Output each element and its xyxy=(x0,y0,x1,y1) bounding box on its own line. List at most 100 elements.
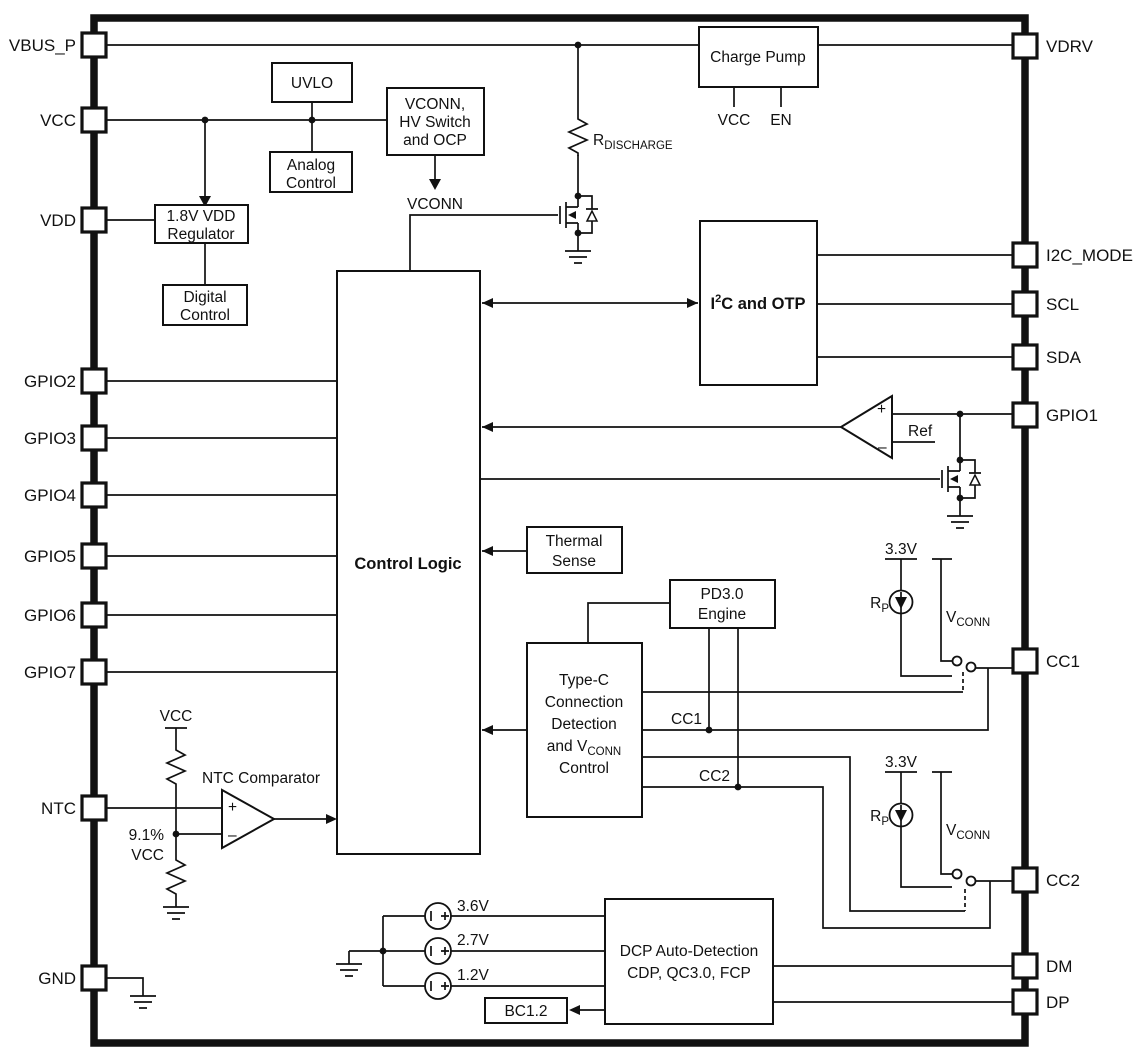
wires xyxy=(106,44,1013,1011)
block-dcp-line2: CDP, QC3.0, FCP xyxy=(627,965,751,982)
block-type-c-line1: Type-C xyxy=(559,672,609,689)
switch-actuator-dashes xyxy=(962,672,966,911)
block-pd3-line2: Engine xyxy=(698,606,746,623)
pin-label-scl: SCL xyxy=(1046,295,1079,314)
pin-label-gpio4: GPIO4 xyxy=(24,486,76,505)
junction-dot xyxy=(379,947,387,955)
pin-gpio4 xyxy=(80,481,108,509)
arrowhead-left xyxy=(482,422,493,432)
gpio1-comparator: + – xyxy=(839,394,893,460)
junction-dot xyxy=(956,494,964,502)
junction-dot xyxy=(201,116,209,124)
nmos-icon xyxy=(559,195,598,234)
voltage-sources xyxy=(424,902,452,1000)
pin-label-dm: DM xyxy=(1046,957,1072,976)
pin-label-vcc: VCC xyxy=(40,111,76,130)
block-thermal-sense-line2: Sense xyxy=(552,553,596,570)
label-cc1-rp: RP xyxy=(870,595,889,615)
pin-scl xyxy=(1011,290,1039,318)
discharge-nmos xyxy=(559,195,599,234)
block-vdd-reg-line2: Regulator xyxy=(167,226,234,243)
pin-vdrv xyxy=(1011,32,1039,60)
pin-gpio2 xyxy=(80,367,108,395)
block-analog-control xyxy=(269,151,353,193)
pin-label-vbus-p: VBUS_P xyxy=(9,36,76,55)
block-pd3-engine xyxy=(669,579,776,629)
label-divider-ratio: 9.1% xyxy=(129,827,165,844)
arrowhead-left xyxy=(482,298,493,308)
wires-pd3 xyxy=(587,602,739,787)
junction-dot xyxy=(956,410,964,418)
cc2-switch xyxy=(951,868,977,887)
pin-i2c-mode xyxy=(1011,241,1039,269)
wires-cc1 xyxy=(642,558,1013,731)
current-source-arrow xyxy=(895,810,907,822)
switch-icon xyxy=(951,868,963,880)
block-type-c-line5: Control xyxy=(559,760,609,777)
pin-sda xyxy=(1011,343,1039,371)
pin-gpio1 xyxy=(1011,401,1039,429)
resistors xyxy=(164,115,590,897)
current-source-arrow xyxy=(895,597,907,609)
pin-label-gpio2: GPIO2 xyxy=(24,372,76,391)
voltage-source-icon xyxy=(424,902,452,930)
pin-label-gpio1: GPIO1 xyxy=(1046,406,1098,425)
nmos-body-arrow xyxy=(950,475,958,483)
wires-ntc xyxy=(106,727,330,907)
block-vdd-reg-line1: 1.8V VDD xyxy=(167,208,236,225)
pin-gpio7 xyxy=(80,658,108,686)
label-divider-vcc-top: VCC xyxy=(160,708,193,725)
nmos-body-arrow xyxy=(568,211,576,219)
block-digital-control xyxy=(162,284,248,326)
gpio1-nmos xyxy=(941,459,982,499)
block-thermal-sense-line1: Thermal xyxy=(546,533,603,550)
nmos-icon xyxy=(941,459,981,499)
pin-vcc xyxy=(80,106,108,134)
arrowhead-left xyxy=(569,1005,580,1015)
label-cc2-rp: RP xyxy=(870,808,889,828)
label-cc2-vconn: VCONN xyxy=(946,822,990,842)
junction-dot xyxy=(705,726,713,734)
arrowhead-right xyxy=(687,298,698,308)
pin-ntc xyxy=(80,794,108,822)
pin-label-gpio6: GPIO6 xyxy=(24,606,76,625)
wires-cc2 xyxy=(642,756,1013,929)
pin-label-gpio5: GPIO5 xyxy=(24,547,76,566)
pin-label-cc1: CC1 xyxy=(1046,652,1080,671)
resistor-discharge-icon xyxy=(566,115,590,156)
comparator-icon xyxy=(839,394,893,460)
wires-gpio1 xyxy=(480,413,1013,516)
ground-icon xyxy=(336,963,362,977)
junction-dot xyxy=(574,192,582,200)
body-diode-icon xyxy=(968,473,982,486)
wires-bottom xyxy=(106,915,1013,1011)
pin-vbus-p xyxy=(80,31,108,59)
block-control-logic xyxy=(336,270,481,855)
label-2v7: 2.7V xyxy=(457,932,490,949)
arrowhead-right xyxy=(326,814,337,824)
label-cc2-3v3: 3.3V xyxy=(885,754,918,771)
arrowheads xyxy=(199,179,698,1015)
label-cc1-3v3: 3.3V xyxy=(885,541,918,558)
block-pd3-line1: PD3.0 xyxy=(700,586,743,603)
label-1v2: 1.2V xyxy=(457,967,490,984)
pin-gpio5 xyxy=(80,542,108,570)
block-charge-pump-label: Charge Pump xyxy=(710,49,806,66)
junction-dot xyxy=(574,229,582,237)
comparator-plus: + xyxy=(228,799,237,816)
cc1-switch xyxy=(951,655,977,673)
cc1-rp-source xyxy=(888,589,914,615)
pin-label-sda: SDA xyxy=(1046,348,1082,367)
block-digital-control-line2: Control xyxy=(180,307,230,324)
block-digital-control-line1: Digital xyxy=(183,289,226,306)
label-cc2-net: CC2 xyxy=(699,768,730,785)
blocks: UVLO Analog Control VCONN, HV Switch and… xyxy=(154,26,819,1025)
block-analog-control-line2: Control xyxy=(286,175,336,192)
ground-icon xyxy=(163,906,189,920)
block-control-logic-label: Control Logic xyxy=(354,555,461,573)
wires-top xyxy=(106,44,1013,285)
ground-icon xyxy=(130,995,156,1009)
net-labels: VCONN RDISCHARGE VCC EN Ref 3.3V RP VCON… xyxy=(129,112,991,984)
label-cp-en: EN xyxy=(770,112,792,129)
